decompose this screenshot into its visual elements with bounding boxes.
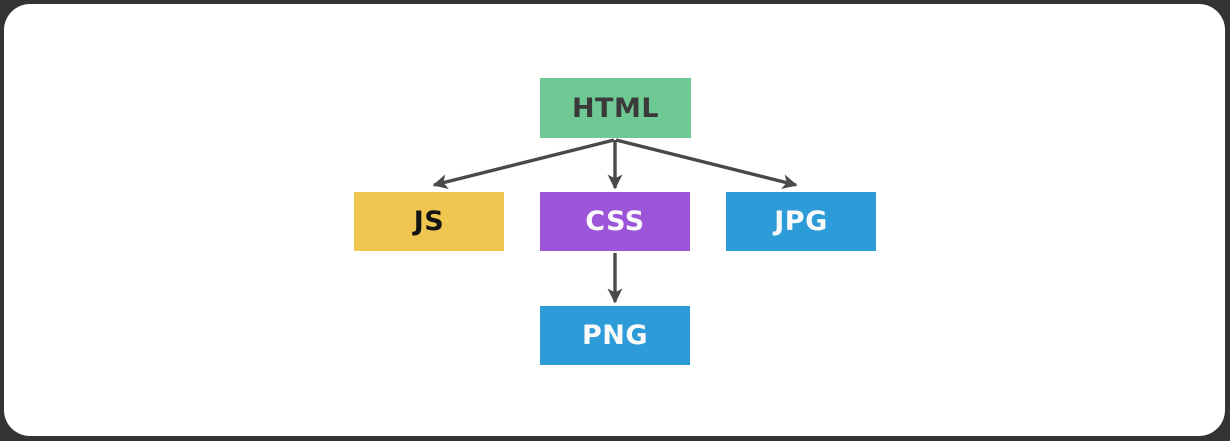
node-css: CSS <box>540 192 690 251</box>
node-js: JS <box>354 192 504 251</box>
node-css-label: CSS <box>585 206 645 237</box>
node-png: PNG <box>540 306 690 365</box>
node-html-label: HTML <box>571 92 660 124</box>
node-jpg-label: JPG <box>774 206 828 237</box>
node-js-label: JS <box>413 206 445 237</box>
node-jpg: JPG <box>726 192 876 251</box>
node-png-label: PNG <box>581 320 649 351</box>
node-html: HTML <box>540 78 691 138</box>
